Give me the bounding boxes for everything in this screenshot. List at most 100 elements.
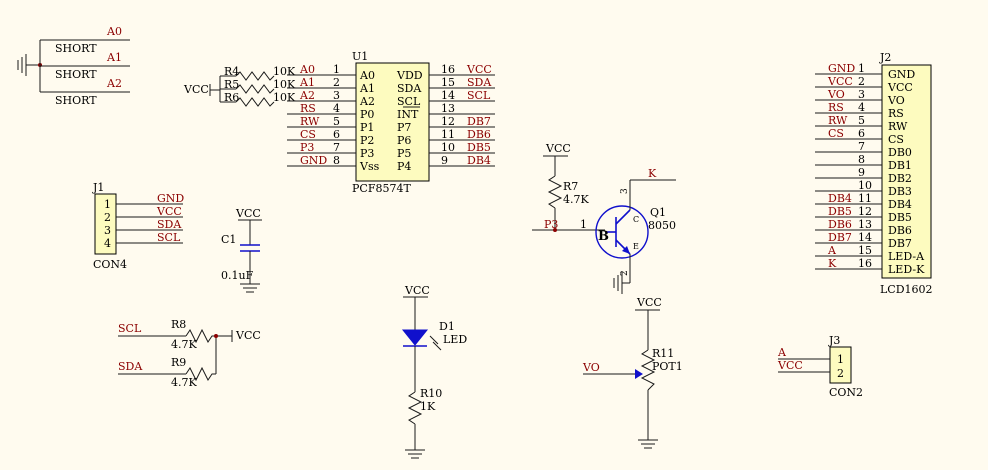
- pin-number: 3: [104, 224, 111, 237]
- pin-name: A0: [359, 69, 375, 82]
- emitter-label: E: [633, 242, 639, 251]
- net-label: VO: [582, 361, 600, 374]
- net-label: SCL: [467, 89, 491, 102]
- pin-name: DB2: [888, 172, 912, 185]
- vcc-label: VCC: [545, 142, 571, 155]
- pin-number: 5: [858, 114, 865, 127]
- resistor-ref: R9: [171, 356, 186, 369]
- base-label: B: [598, 229, 609, 244]
- pin-number: 1: [858, 62, 865, 75]
- pin-number: 9: [441, 154, 448, 167]
- pin-number: 1: [580, 218, 587, 231]
- vcc-label: VCC: [235, 207, 261, 220]
- resistor-ref: R6: [224, 91, 239, 104]
- pin-number: 1: [837, 353, 844, 366]
- pin-name: VDD: [396, 69, 423, 82]
- net-label: SCL: [118, 322, 142, 335]
- pot-part: POT1: [652, 360, 683, 373]
- address-pullups: VCC R4 R5 R6 10K 10K 10K: [183, 65, 296, 107]
- connector-ref: J2: [879, 51, 891, 64]
- pin-number: 4: [333, 102, 340, 115]
- net-label: A: [777, 346, 787, 359]
- pin-name: DB1: [888, 159, 912, 172]
- pin-number: 7: [333, 141, 340, 154]
- net-label: VCC: [466, 63, 492, 76]
- pin-number: 2: [858, 75, 865, 88]
- pin-name: VO: [887, 94, 905, 107]
- pin-number: 8: [858, 153, 865, 166]
- pin-number: 14: [858, 231, 872, 244]
- pin-name: A1: [359, 82, 375, 95]
- pin-name: LED-K: [888, 263, 925, 276]
- vcc-label: VCC: [636, 296, 662, 309]
- pin-number: 15: [441, 76, 455, 89]
- pin-name: RW: [888, 120, 908, 133]
- net-label: GND: [157, 192, 184, 205]
- net-label: A2: [299, 89, 315, 102]
- pin-name: VCC: [887, 81, 913, 94]
- pin-name: DB0: [888, 146, 912, 159]
- net-label: A1: [106, 51, 122, 64]
- resistor-ref: R4: [224, 65, 239, 78]
- connector-ref: J3: [828, 334, 840, 347]
- net-label: VCC: [777, 359, 803, 372]
- net-label: RW: [300, 115, 320, 128]
- net-label: RS: [300, 102, 316, 115]
- pin-number: 12: [441, 115, 455, 128]
- jumper-label: SHORT: [55, 94, 97, 107]
- pot-circuit: VCC VO R11 POT1: [582, 296, 683, 449]
- pin-number: 8: [333, 154, 340, 167]
- address-jumpers: SHORT SHORT SHORT A0 A1 A2: [17, 25, 130, 107]
- pin-number: 2: [837, 367, 844, 380]
- net-label: SDA: [118, 360, 143, 373]
- pin-number: 2: [620, 270, 630, 276]
- net-label: CS: [300, 128, 316, 141]
- transistor-ref: Q1: [650, 206, 666, 219]
- jumper-label: SHORT: [55, 42, 97, 55]
- pin-number: 6: [333, 128, 340, 141]
- net-label: CS: [828, 127, 844, 140]
- pin-number: 4: [858, 101, 865, 114]
- pin-number: 15: [858, 244, 872, 257]
- net-label: K: [648, 167, 657, 180]
- pin-name: P0: [360, 108, 374, 121]
- resistor-value: 10K: [273, 65, 296, 78]
- net-label: DB5: [467, 141, 491, 154]
- resistor-value: 10K: [273, 78, 296, 91]
- pin-name: RS: [888, 107, 904, 120]
- pin-name: A2: [359, 95, 375, 108]
- net-label: DB4: [828, 192, 852, 205]
- pin-name: DB5: [888, 211, 912, 224]
- transistor-part: 8050: [648, 219, 676, 232]
- pin-number: 3: [333, 89, 340, 102]
- resistor-value: 10K: [273, 91, 296, 104]
- pin-name: SCL: [397, 95, 421, 108]
- net-label: RW: [828, 114, 848, 127]
- net-label: A2: [106, 77, 122, 90]
- pin-name: P5: [397, 147, 411, 160]
- pin-name: DB3: [888, 185, 912, 198]
- pin-number: 2: [333, 76, 340, 89]
- pin-number: 11: [858, 192, 872, 205]
- pin-name: DB4: [888, 198, 912, 211]
- vcc-label: VCC: [404, 284, 430, 297]
- connector-part: LCD1602: [880, 283, 933, 296]
- net-label: A0: [299, 63, 315, 76]
- net-label: SCL: [157, 231, 181, 244]
- net-label: DB7: [828, 231, 852, 244]
- pin-name: SDA: [397, 82, 422, 95]
- collector-label: C: [633, 215, 639, 224]
- pin-number: 13: [441, 102, 455, 115]
- ic-body: [355, 62, 430, 182]
- net-label: A1: [299, 76, 315, 89]
- resistor-ref: R8: [171, 318, 186, 331]
- vcc-label: VCC: [183, 83, 209, 96]
- pin-number: 12: [858, 205, 872, 218]
- net-label: P3: [300, 141, 314, 154]
- led-circuit: VCC D1 LED R10 1K: [401, 284, 467, 459]
- pin-number: 1: [333, 63, 340, 76]
- c1-capacitor: VCC C1 0.1uF: [221, 207, 262, 293]
